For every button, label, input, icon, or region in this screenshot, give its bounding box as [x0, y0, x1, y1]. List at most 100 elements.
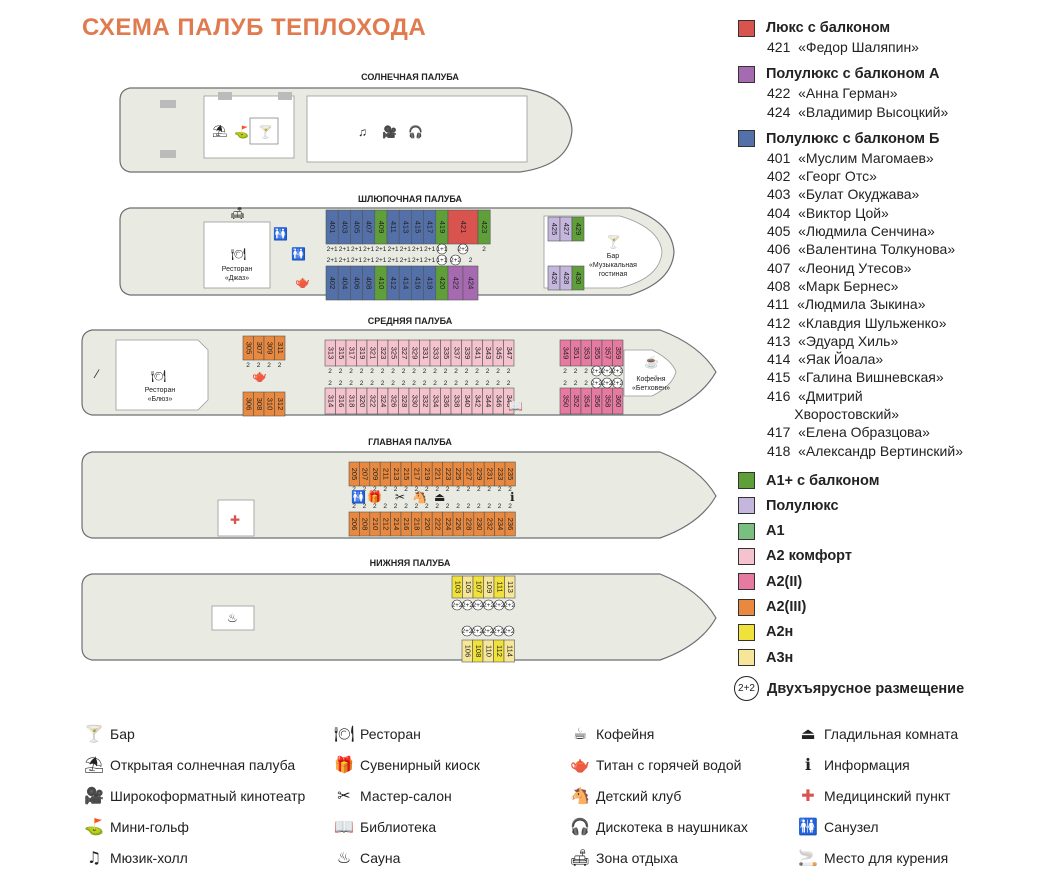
legend-class: А1: [738, 519, 1043, 544]
berth-count: 2: [486, 368, 490, 375]
berth-count: 2: [467, 503, 471, 510]
cabin-number: 334: [431, 395, 440, 408]
legend-class: А2(III): [738, 594, 1043, 619]
berth-count: 2: [425, 503, 429, 510]
icon-legend-label: Мюзик-холл: [110, 849, 188, 866]
berth-count: 2: [391, 380, 395, 387]
cabin-number: 430: [574, 272, 583, 285]
cabin-number: 107: [474, 581, 483, 594]
cabin-113[interactable]: [504, 575, 516, 599]
sun-lounger-icon: ⛱: [83, 755, 105, 774]
icon-legend-label: Санузел: [824, 818, 879, 835]
cabin-number: 353: [582, 347, 591, 360]
cabin-number: 408: [365, 277, 374, 290]
berth-count: 2+1: [412, 246, 423, 253]
cabin-number: 206: [350, 518, 359, 531]
berth-count: 2: [454, 368, 458, 375]
cabin-number: 415: [414, 221, 423, 234]
cabin-number: 308: [255, 398, 264, 411]
cabin-312[interactable]: [274, 391, 286, 417]
bunk-marker: [601, 377, 613, 389]
cabin-number: 210: [371, 518, 380, 531]
cabin-430[interactable]: [571, 265, 585, 291]
berth-count: 2: [423, 368, 427, 375]
berth-count: 2: [352, 486, 356, 493]
berth-count: 2: [423, 380, 427, 387]
hot-water-icon: 🫖: [295, 275, 310, 289]
legend-cabin-name: 406 «Валентина Толкунова»: [767, 241, 956, 258]
legend-cabin-name: 416 «Дмитрий: [767, 387, 863, 404]
cabin-number: 109: [485, 581, 494, 594]
berth-count: 2+1: [424, 246, 435, 253]
souvenir-icon: 🎁: [334, 755, 354, 774]
berth-count: 2: [482, 246, 486, 253]
berth-count: 2: [454, 380, 458, 387]
bar-icon: 🍸: [258, 124, 273, 139]
icon-legend-item: ✚Медицинский пункт: [796, 786, 950, 805]
berth-count: 2: [381, 368, 385, 375]
cabin-number: 352: [572, 395, 581, 408]
berth-count: 2: [360, 380, 364, 387]
medical-icon: ✚: [801, 786, 815, 805]
cabin-number: 112: [495, 645, 504, 657]
lower-deck-hull: [81, 573, 717, 661]
bunk-marker: [504, 599, 515, 611]
icon-legend-item: ⏏Гладильная комната: [796, 724, 958, 743]
legend-class-label: А1+ с балконом: [766, 472, 880, 489]
berth-count: 2: [328, 380, 332, 387]
berth-count: 2: [469, 257, 473, 264]
cabin-number: 320: [358, 395, 367, 408]
cabin-429[interactable]: [571, 216, 585, 242]
berth-count: 1+1: [436, 257, 447, 264]
color-swatch: [738, 497, 755, 515]
berth-count: 2: [394, 486, 398, 493]
cabin-number: 223: [444, 468, 453, 481]
cabin-348[interactable]: [503, 387, 515, 415]
icon-legend-label: Сауна: [360, 849, 401, 866]
cabin-235[interactable]: [504, 461, 516, 487]
berth-count: 2+2: [601, 368, 612, 375]
cabin-number: 312: [276, 398, 285, 411]
restaurant-icon: 🍽: [151, 369, 166, 383]
cabin-number: 335: [442, 347, 451, 360]
berth-count: 2: [508, 503, 512, 510]
color-swatch: [738, 623, 755, 641]
cabin-number: 358: [603, 395, 612, 408]
bunk-marker: [451, 599, 463, 611]
bar-music-label-1: Бар: [607, 253, 619, 260]
cabin-number: 419: [438, 221, 447, 234]
cabin-424[interactable]: [462, 265, 479, 301]
cabin-311[interactable]: [274, 335, 286, 361]
cabin-347[interactable]: [503, 339, 515, 367]
toilet-icon: 🚻: [273, 227, 288, 241]
cabin-number: 313: [326, 347, 335, 360]
cabin-number: 316: [337, 395, 346, 408]
berth-count: 2+2: [472, 628, 483, 635]
bunk-marker: [591, 365, 602, 377]
icon-legend-item: 🛋Зона отдыха: [568, 848, 678, 867]
berth-count: 2: [363, 486, 367, 493]
cabin-number: 348: [505, 395, 514, 408]
cabin-number: 307: [255, 342, 264, 355]
legend-cabin-name: 402 «Георг Отс»: [767, 168, 877, 185]
cabin-number: 425: [550, 223, 559, 236]
cabin-114[interactable]: [503, 639, 515, 663]
berth-count: 2+2: [612, 380, 623, 387]
boat-deck-cabins: 4012+14032+14052+14072+14092+14112+14132…: [325, 209, 585, 301]
cabin-423[interactable]: [477, 209, 491, 245]
cabin-number: 412: [389, 277, 398, 290]
cabin-number: 224: [444, 518, 453, 531]
color-swatch: [738, 472, 755, 490]
cabin-number: 341: [473, 347, 482, 360]
legend-class-label: Полулюкс: [766, 497, 839, 514]
cabin-number: 235: [506, 468, 515, 481]
rest-blues-label-2: «Блюз»: [148, 396, 173, 403]
color-swatch: [738, 19, 755, 37]
cabin-number: 427: [562, 223, 571, 236]
bunk-badge: 2+2: [734, 676, 759, 702]
bunk-marker: [462, 599, 473, 611]
cabin-236[interactable]: [504, 511, 516, 537]
cabin-number: 306: [244, 398, 253, 411]
cabin-number: 422: [452, 277, 461, 290]
